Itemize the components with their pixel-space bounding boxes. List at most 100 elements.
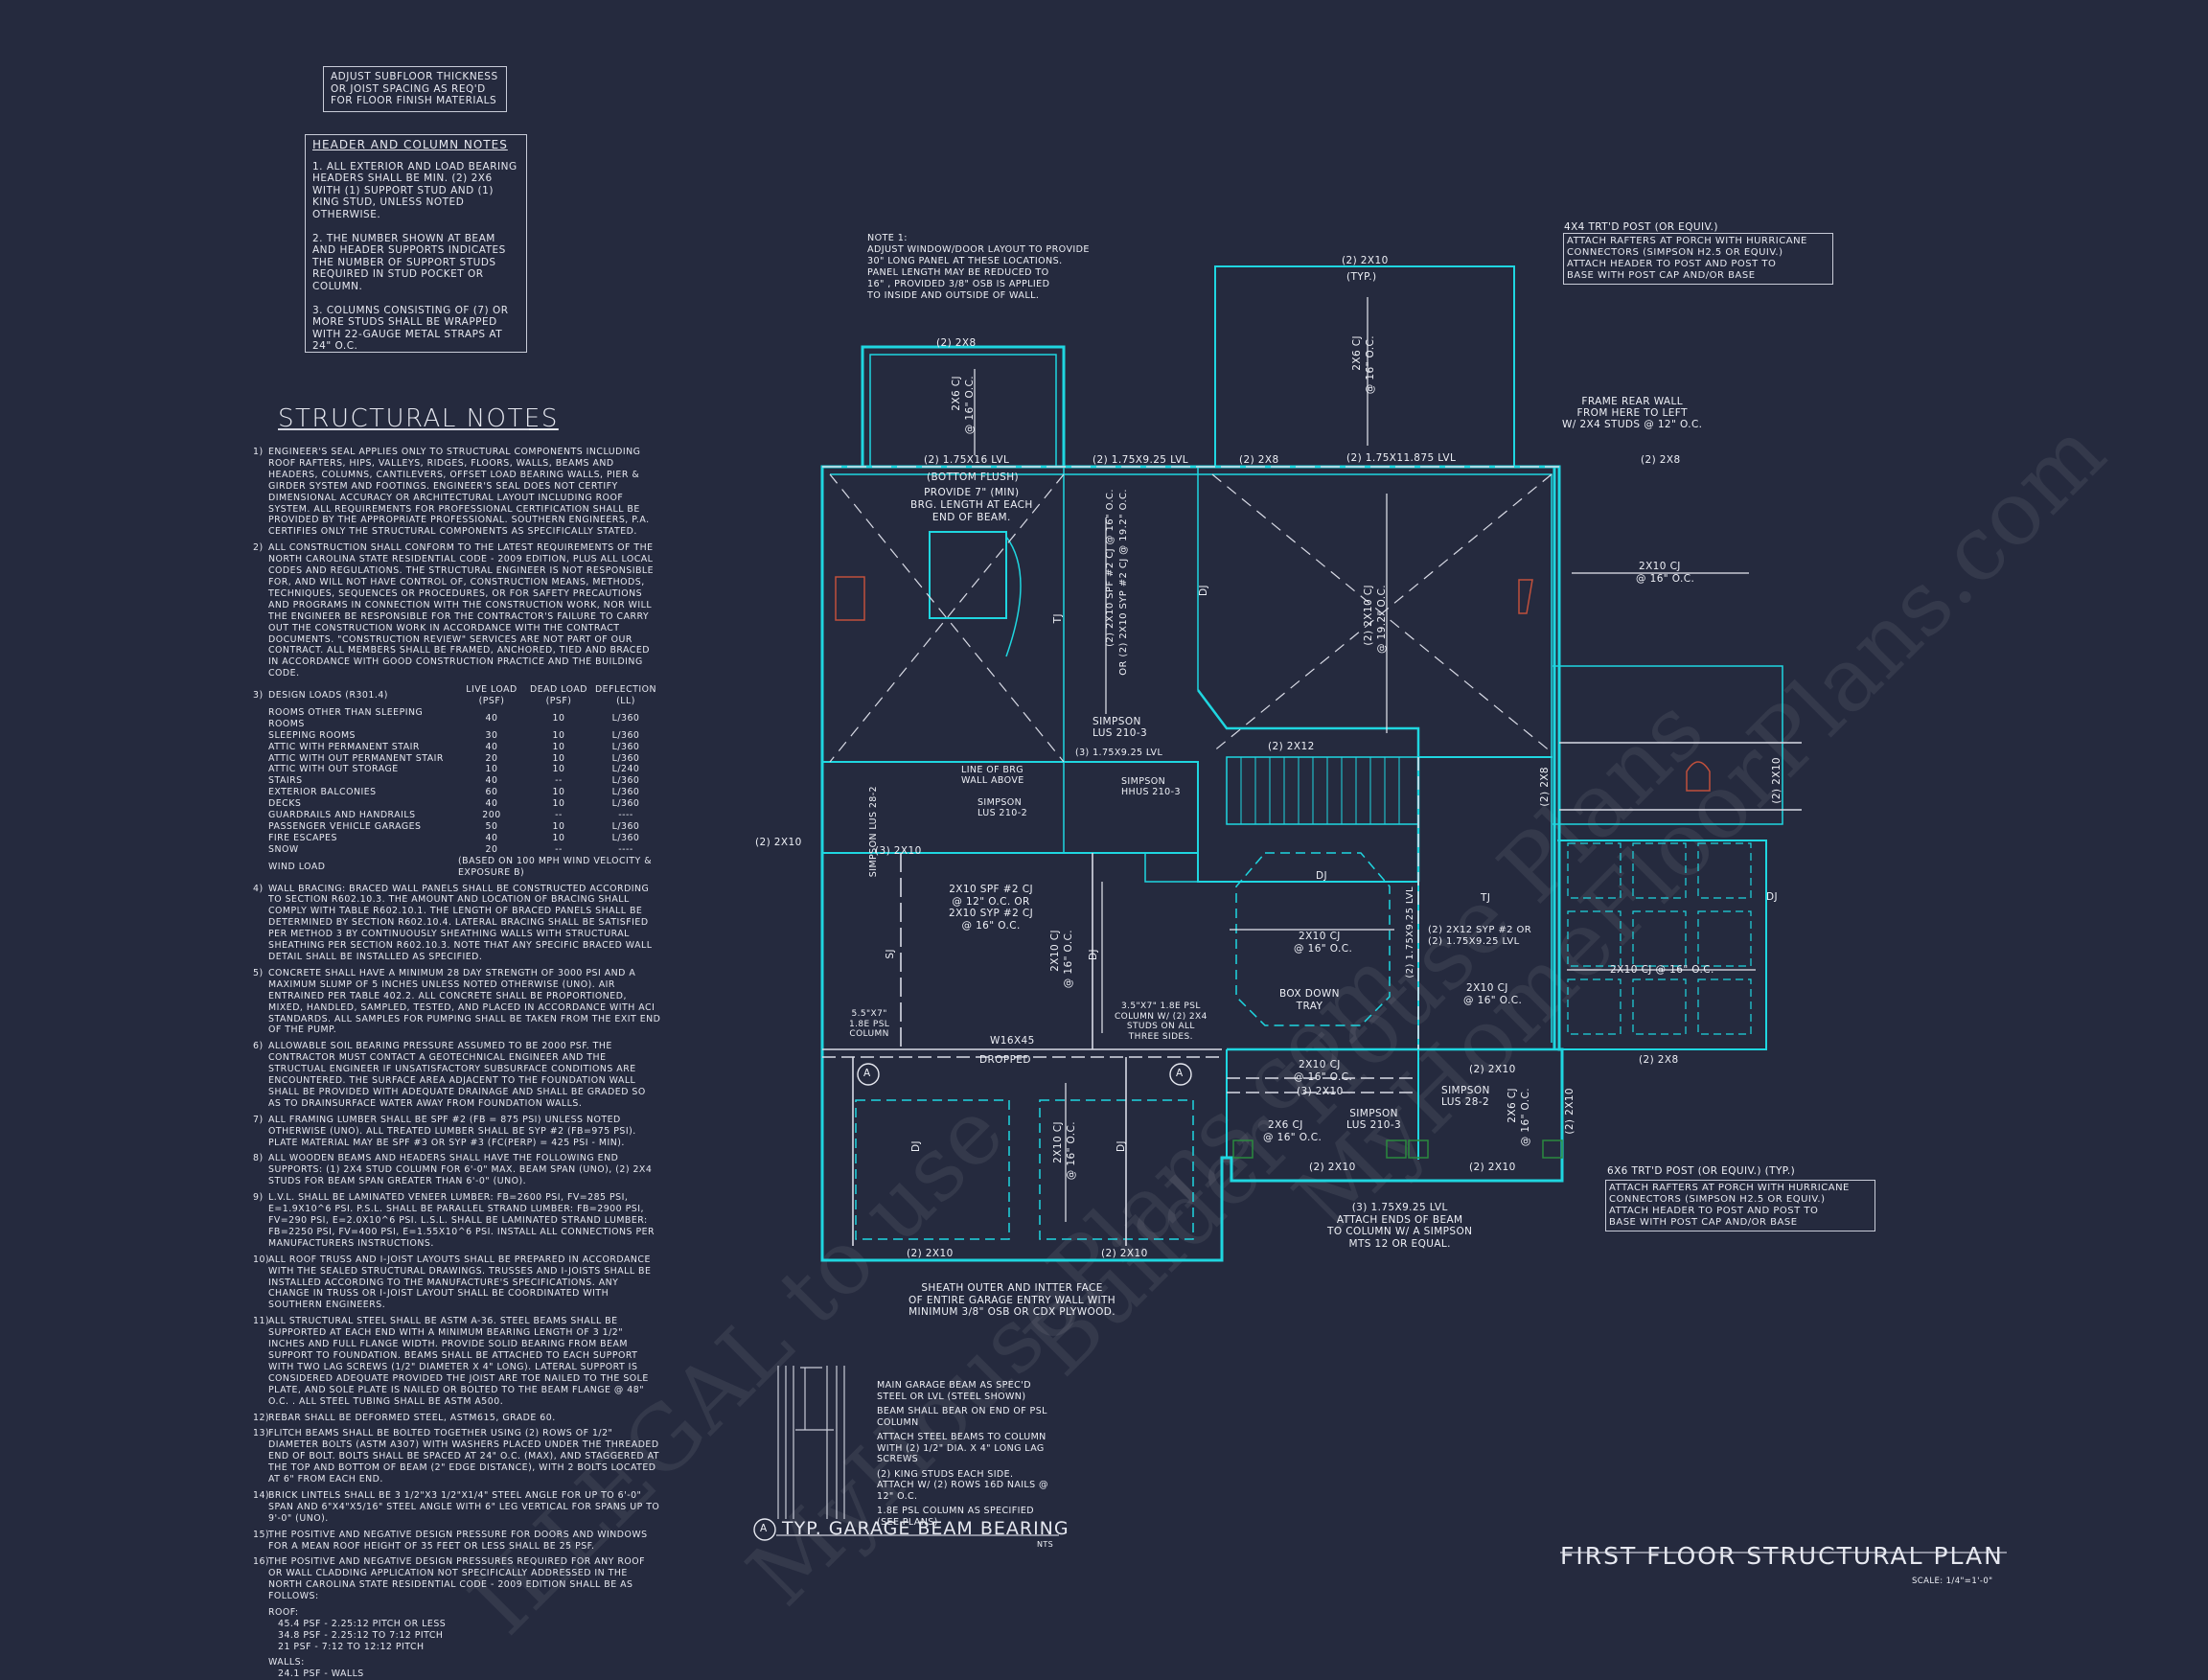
note-line: STUDS ON ALL bbox=[1126, 1022, 1195, 1031]
subfloor-note: ADJUST SUBFLOOR THICKNESS OR JOIST SPACI… bbox=[323, 66, 507, 112]
load-value: 40 bbox=[485, 798, 498, 810]
bearing-note: PROVIDE 7" (MIN) BRG. LENGTH AT EACH END… bbox=[910, 487, 1033, 524]
joist-label: @ 16" O.C. bbox=[1365, 335, 1376, 395]
note-text: L.V.L. SHALL BE LAMINATED VENEER LUMBER:… bbox=[268, 1192, 656, 1249]
psl-column-note: 3.5"x7" 1.8E PSL COLUMN w/ (2) 2x4 STUDS… bbox=[1115, 1001, 1208, 1042]
note-line: ATTACH RAFTERS AT PORCH WITH HURRICANE bbox=[1609, 1183, 1850, 1193]
note-line: PROVIDE 7" (MIN) bbox=[924, 487, 1020, 498]
design-loads-title: DESIGN LOADS (R301.4) bbox=[268, 690, 388, 702]
note-line: TO INSIDE AND OUTSIDE OF WALL. bbox=[867, 290, 1040, 301]
note-text: THE POSITIVE AND NEGATIVE DESIGN PRESSUR… bbox=[268, 1556, 646, 1602]
note-number: 11) bbox=[253, 1316, 270, 1327]
beam-label: (2) 2x8 bbox=[1539, 767, 1551, 807]
joist-label: TJ bbox=[1481, 892, 1491, 904]
structural-note: 10)ALL ROOF TRUSS AND I-JOIST LAYOUTS SH… bbox=[253, 1254, 675, 1312]
joist-label: DJ bbox=[1766, 891, 1778, 903]
note-line: SHEATH OUTER AND INTTER FACE bbox=[921, 1282, 1103, 1294]
note-line: HHUS 210-3 bbox=[1121, 787, 1181, 797]
note-line: (2) 1.75x9.25 LVL bbox=[1428, 936, 1520, 947]
note-text: BRICK LINTELS SHALL BE 3 1/2"x3 1/2"x1/4… bbox=[268, 1489, 660, 1524]
hanger-label: SIMPSON HHUS 210-3 bbox=[1121, 776, 1181, 797]
load-value: -- bbox=[555, 843, 563, 855]
load-value: L/360 bbox=[611, 798, 640, 810]
load-value: 40 bbox=[485, 741, 498, 752]
header-note-item: 3. COLUMNS CONSISTING OF (7) OR MORE STU… bbox=[312, 304, 509, 353]
load-value: L/360 bbox=[611, 775, 640, 787]
beam-label: (3) 1.75x9.25 LVL bbox=[1075, 748, 1163, 758]
col-header: DEFLECTION (LL) bbox=[594, 684, 657, 707]
structural-note: 4)WALL BRACING: BRACED WALL PANELS SHALL… bbox=[253, 884, 675, 963]
joist-label: 2x6 CJ bbox=[951, 376, 962, 411]
psl-column-note: 5.5"x7" 1.8E PSL COLUMN bbox=[849, 1009, 889, 1040]
tray-label: BOX DOWN TRAY bbox=[1279, 988, 1340, 1013]
frame-rear-wall-note: FRAME REAR WALL FROM HERE TO LEFT w/ 2x4… bbox=[1562, 396, 1702, 430]
joist-label: DJ bbox=[910, 1140, 922, 1152]
garage-beam-callouts: MAIN GARAGE BEAM AS SPEC'D STEEL OR LVL … bbox=[877, 1380, 1049, 1528]
detail-scale: NTS bbox=[1037, 1540, 1054, 1549]
callout: BEAM SHALL BEAR ON END OF PSL COLUMN bbox=[877, 1406, 1047, 1428]
load-value: L/360 bbox=[611, 729, 640, 741]
note-line: @ 16" O.C. bbox=[961, 919, 1021, 932]
beam-label: (2) 2x8 bbox=[1239, 454, 1279, 466]
note-line: SIMPSON bbox=[1441, 1085, 1490, 1096]
load-value: 200 bbox=[482, 810, 501, 821]
load-category: SNOW bbox=[268, 843, 299, 855]
porch-post-title: 6x6 TRT'D POST (OR EQUIV.) (TYP.) bbox=[1607, 1165, 1796, 1177]
load-value: 10 bbox=[552, 787, 565, 798]
note-line: ATTACH HEADER TO POST AND POST TO bbox=[1567, 259, 1777, 269]
note-text: FLITCH BEAMS SHALL BE BOLTED TOGETHER US… bbox=[268, 1428, 659, 1485]
load-category: EXTERIOR BALCONIES bbox=[268, 787, 377, 798]
load-value: 40 bbox=[485, 775, 498, 787]
beam-label: (2) 1.75x11.875 LVL bbox=[1346, 452, 1457, 464]
hanger-label: SIMPSON LUS 210-3 bbox=[1092, 716, 1147, 739]
note-line: w/ 2x4 STUDS @ 12" O.C. bbox=[1562, 419, 1703, 430]
note-number: 2) bbox=[253, 542, 264, 554]
note-text: ENGINEER'S SEAL APPLIES ONLY TO STRUCTUR… bbox=[268, 447, 650, 538]
load-value: 10 bbox=[552, 729, 565, 741]
beam-label: (2) 2x10 bbox=[755, 837, 802, 848]
note-line: SIMPSON bbox=[1121, 776, 1166, 787]
joist-label: 2x10 CJ bbox=[1052, 1121, 1064, 1163]
joist-label: 2x10 CJ bbox=[1049, 930, 1061, 972]
joist-label: 2x10 CJ @ 16" O.C. bbox=[1610, 964, 1714, 976]
note-line: PANEL LENGTH MAY BE REDUCED TO bbox=[867, 267, 1049, 278]
note-text: ALLOWABLE SOIL BEARING PRESSURE ASSUMED … bbox=[268, 1041, 646, 1109]
note-number: 7) bbox=[253, 1114, 264, 1125]
note-line: FOR FLOOR FINISH MATERIALS bbox=[331, 95, 497, 107]
joist-label: 2x6 CJ bbox=[1351, 335, 1363, 371]
hanger-label: SIMPSON LUS 28-2 bbox=[1441, 1085, 1490, 1108]
wind-load-value: (BASED ON 100 MPH WIND VELOCITY & EXPOSU… bbox=[458, 855, 652, 878]
structural-note: 14)BRICK LINTELS SHALL BE 3 1/2"x3 1/2"x… bbox=[253, 1490, 675, 1525]
load-category: FIRE ESCAPES bbox=[268, 832, 337, 843]
porch-note-top: ATTACH RAFTERS AT PORCH WITH HURRICANE C… bbox=[1563, 233, 1833, 285]
note-line: LINE OF BRG bbox=[961, 765, 1024, 775]
beam-label: (2) 2x10 bbox=[1309, 1162, 1356, 1173]
beam-label: (2) 2x10 bbox=[907, 1248, 954, 1259]
structural-note: 15)THE POSITIVE AND NEGATIVE DESIGN PRES… bbox=[253, 1530, 675, 1553]
hanger-label: SIMPSON LUS 210-2 bbox=[978, 797, 1027, 818]
note-line: ADJUST SUBFLOOR THICKNESS bbox=[331, 71, 498, 82]
load-value: 20 bbox=[485, 752, 498, 764]
joist-label: (2) 2x10 SPF #2 CJ @ 16" O.C. bbox=[1105, 489, 1116, 647]
beam-label: (2) 2x8 bbox=[1639, 1054, 1679, 1066]
structural-note: 16)THE POSITIVE AND NEGATIVE DESIGN PRES… bbox=[253, 1556, 675, 1602]
roof-label: ROOF: bbox=[268, 1607, 299, 1619]
load-value: L/360 bbox=[611, 821, 640, 832]
note-line: 5.5"x7" bbox=[851, 1009, 887, 1019]
sheathing-note: SHEATH OUTER AND INTTER FACE OF ENTIRE G… bbox=[908, 1282, 1116, 1319]
note-number: 4) bbox=[253, 883, 264, 894]
joist-label: 2x6 CJ bbox=[1268, 1119, 1303, 1131]
beam-label: (2) 2x10 bbox=[1469, 1162, 1516, 1173]
note-line: ATTACH ENDS OF BEAM bbox=[1336, 1213, 1463, 1226]
note-line: TO COLUMN w/ A SIMPSON bbox=[1327, 1226, 1473, 1237]
beam-label: (2) 1.75x16 LVL bbox=[924, 454, 1010, 466]
beam-label: (2) 2x10 bbox=[1101, 1248, 1148, 1259]
note-line: 3.5"x7" 1.8E PSL bbox=[1120, 1001, 1201, 1011]
structural-notes-title: STRUCTURAL NOTES bbox=[278, 404, 559, 433]
note-text: ALL FRAMING LUMBER SHALL BE SPF #2 (Fb =… bbox=[268, 1114, 636, 1148]
joist-label: @ 16" O.C. bbox=[1063, 930, 1074, 989]
